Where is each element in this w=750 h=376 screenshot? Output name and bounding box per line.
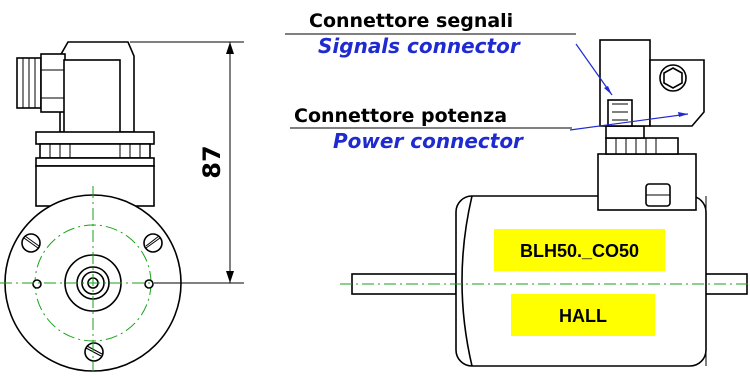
side-body bbox=[455, 195, 707, 367]
dimension-87-label: 87 bbox=[198, 145, 226, 178]
power-leader bbox=[569, 113, 689, 131]
nameplate-model: BLH50._CO50 bbox=[520, 241, 639, 261]
nameplate-sensor-box bbox=[511, 294, 655, 336]
signals-leader bbox=[575, 43, 613, 96]
nameplate-model-box bbox=[494, 229, 665, 271]
label-power-it: Connettore potenza bbox=[294, 105, 507, 127]
height-dimension: 87 bbox=[130, 41, 244, 284]
nameplate-sensor: HALL bbox=[559, 306, 607, 326]
label-signals-it: Connettore segnali bbox=[309, 10, 513, 32]
front-view bbox=[0, 41, 196, 372]
side-connectors bbox=[597, 39, 705, 211]
label-signals-en: Signals connector bbox=[318, 34, 521, 58]
label-power-en: Power connector bbox=[333, 129, 524, 153]
connector-labels: Connettore segnali Signals connector Con… bbox=[294, 10, 524, 153]
front-connector bbox=[16, 41, 155, 167]
front-screws bbox=[21, 233, 163, 362]
side-view: BLH50._CO50 HALL bbox=[285, 33, 750, 367]
